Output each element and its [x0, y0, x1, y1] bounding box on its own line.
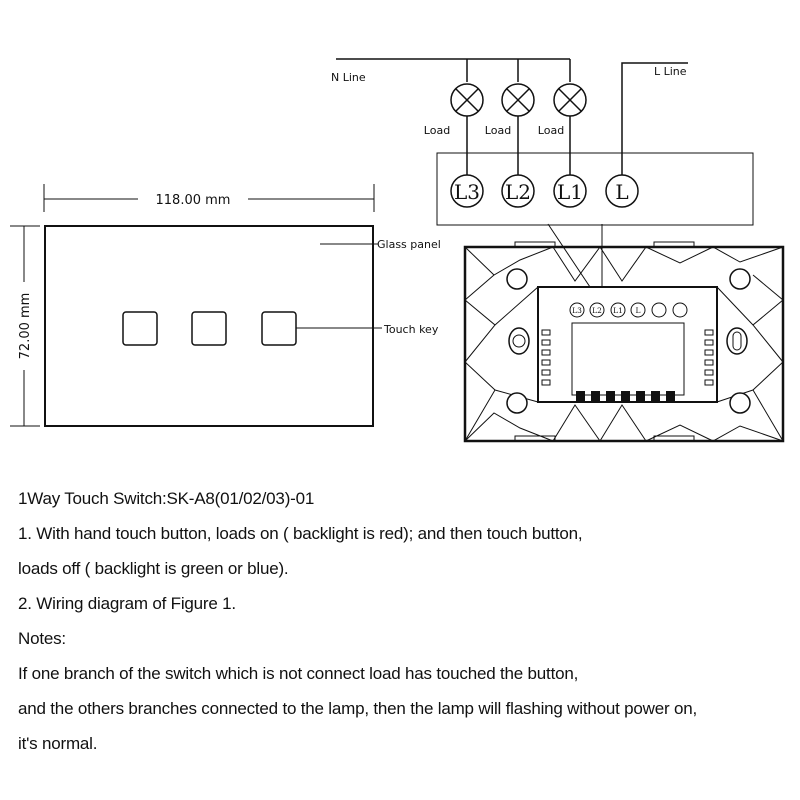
notes-section: 1Way Touch Switch:SK-A8(01/02/03)-01 1. …	[18, 481, 800, 761]
touch-key-3	[261, 311, 297, 346]
terminal-l1	[553, 174, 587, 208]
module-terminal-l2: L2	[592, 306, 602, 315]
panel-drawing	[10, 184, 382, 427]
note-line-1: 1. With hand touch button, loads on ( ba…	[18, 524, 583, 543]
lamp-1	[450, 83, 484, 117]
wiring-diagram: 118.00 mm 72.00 mm Glass panel Touch key	[10, 58, 785, 443]
terminal-l3-label: L3	[454, 180, 480, 204]
lamp-2	[501, 83, 535, 117]
note-line-5: If one branch of the switch which is not…	[18, 664, 579, 683]
terminal-l	[605, 174, 639, 208]
glass-panel	[44, 225, 374, 427]
l-line-label: L Line	[654, 65, 687, 78]
back-box	[463, 241, 785, 443]
glass-panel-label: Glass panel	[377, 238, 441, 251]
terminal-l2	[501, 174, 535, 208]
terminal-l-label: L	[615, 180, 628, 204]
terminal-l1-label: L1	[557, 180, 583, 204]
notes-heading: Notes:	[18, 629, 66, 648]
note-line-6: and the others branches connected to the…	[18, 699, 698, 718]
load-label-1: Load	[424, 124, 450, 137]
note-line-3: 2. Wiring diagram of Figure 1.	[18, 594, 236, 613]
note-line-7: it's normal.	[18, 734, 98, 753]
load-label-3: Load	[538, 124, 564, 137]
terminal-l3	[450, 174, 484, 208]
module-terminal-l1: L1	[613, 306, 623, 315]
touch-key-label: Touch key	[383, 323, 439, 336]
load-label-2: Load	[485, 124, 511, 137]
lamp-3	[553, 83, 587, 117]
n-line-label: N Line	[331, 71, 366, 84]
product-title: 1Way Touch Switch:SK-A8(01/02/03)-01	[18, 489, 315, 508]
switch-body	[436, 152, 754, 226]
touch-key-2	[191, 311, 227, 346]
switch-module	[537, 286, 718, 403]
module-terminal-l: L	[636, 306, 641, 315]
module-terminal-l3: L3	[572, 306, 582, 315]
note-line-2: loads off ( backlight is green or blue).	[18, 559, 289, 578]
terminal-l2-label: L2	[505, 180, 531, 204]
wiring-schematic	[336, 58, 754, 288]
height-dimension-label: 72.00 mm	[18, 293, 33, 360]
touch-key-1	[122, 311, 158, 346]
width-dimension-label: 118.00 mm	[156, 193, 231, 208]
